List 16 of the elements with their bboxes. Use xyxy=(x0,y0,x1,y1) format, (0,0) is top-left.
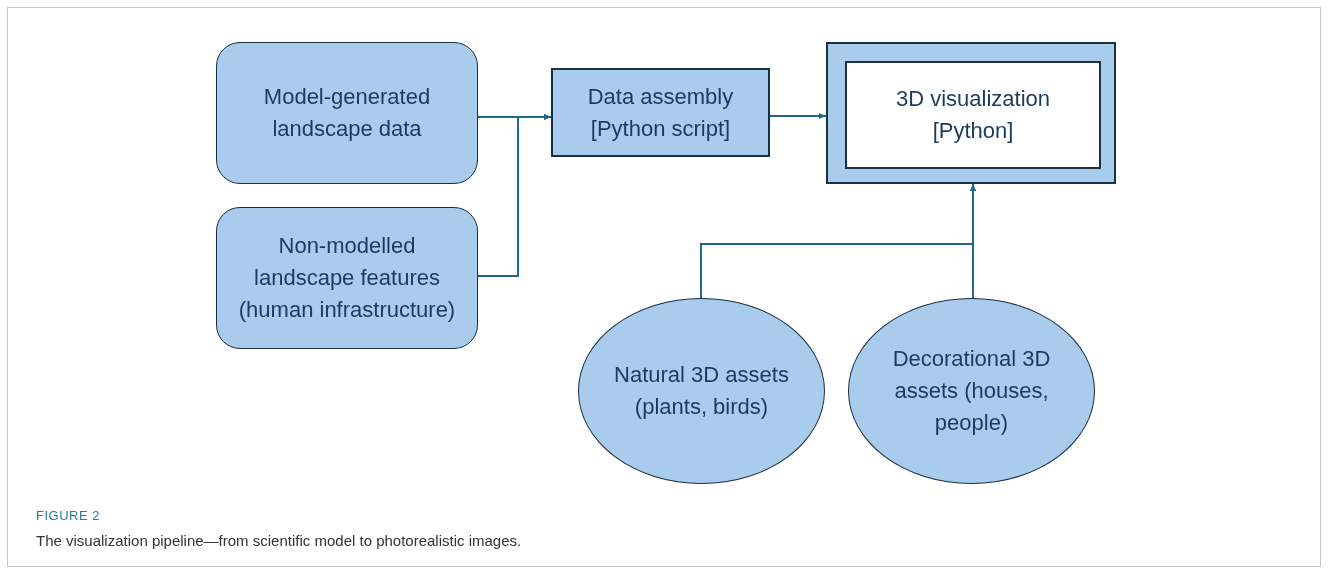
figure-caption: The visualization pipeline—from scientific model to photorealistic images. xyxy=(36,532,522,549)
node-text: 3D visualization [Python] xyxy=(894,85,1052,145)
inner-box xyxy=(845,61,1101,169)
figure-label: FIGURE 2 xyxy=(36,508,100,523)
rounded-process-box xyxy=(216,42,478,184)
node-text: Non-modelled landscape features (human infrastructure) xyxy=(237,232,457,324)
node-text: Data assembly [Python script] xyxy=(586,82,735,143)
outer-box xyxy=(826,42,1116,184)
node-text: Model-generated landscape data xyxy=(262,83,432,143)
process-box xyxy=(551,68,770,157)
rounded-process-box xyxy=(216,207,478,349)
node-text: Natural 3D assets (plants, birds) xyxy=(613,361,790,421)
node-text: Decorational 3D assets (houses, people) xyxy=(891,345,1052,437)
connector-arrow xyxy=(970,183,976,299)
connector-arrow xyxy=(769,113,827,119)
connector-arrow xyxy=(477,114,552,277)
